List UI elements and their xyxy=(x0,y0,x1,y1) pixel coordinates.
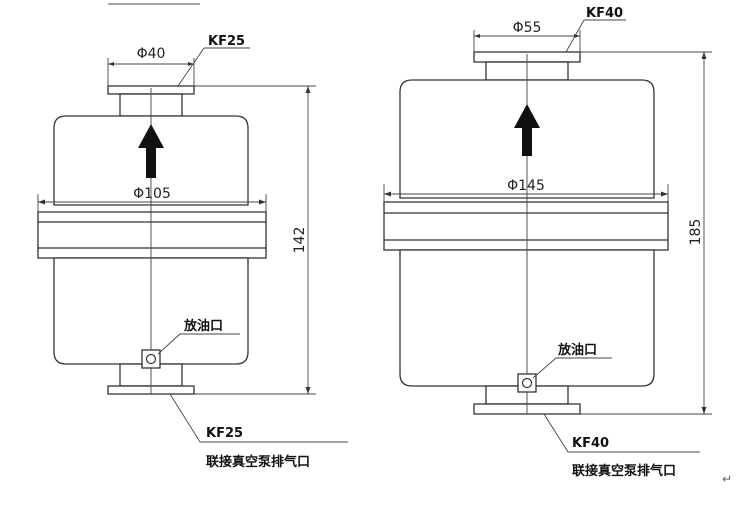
right-clamp-band xyxy=(383,201,669,251)
right-body-diameter: Φ145 xyxy=(507,178,545,194)
right-filter: Φ55 KF40 Φ145 185 放油口 KF40 联接真空泵排气口 xyxy=(383,6,712,479)
right-drain-port xyxy=(517,373,537,393)
right-top-diameter: Φ55 xyxy=(513,20,542,36)
left-clamp-band xyxy=(37,211,267,259)
right-connect-label: 联接真空泵排气口 xyxy=(572,463,676,479)
left-flow-arrow xyxy=(138,124,164,178)
right-height: 185 xyxy=(688,219,704,246)
right-drain-label: 放油口 xyxy=(557,342,597,358)
left-top-flange-label: KF25 xyxy=(208,34,245,49)
left-drain-port xyxy=(141,349,161,369)
left-body-diameter: Φ105 xyxy=(133,186,171,202)
right-drain-hole xyxy=(521,377,533,389)
left-bottom-flange-label: KF25 xyxy=(206,426,243,441)
return-mark: ↵ xyxy=(722,472,732,486)
right-flow-arrow xyxy=(514,104,540,156)
left-height: 142 xyxy=(292,227,308,254)
left-drain-hole xyxy=(145,353,157,365)
right-top-flange-label: KF40 xyxy=(586,6,623,21)
left-top-diameter: Φ40 xyxy=(137,46,166,62)
left-filter: Φ40 KF25 Φ105 142 放油口 KF25 联接真空泵排气口 xyxy=(37,34,348,470)
left-connect-label: 联接真空泵排气口 xyxy=(206,454,310,470)
right-bottom-flange-label: KF40 xyxy=(572,436,609,451)
left-drain-label: 放油口 xyxy=(183,318,223,334)
